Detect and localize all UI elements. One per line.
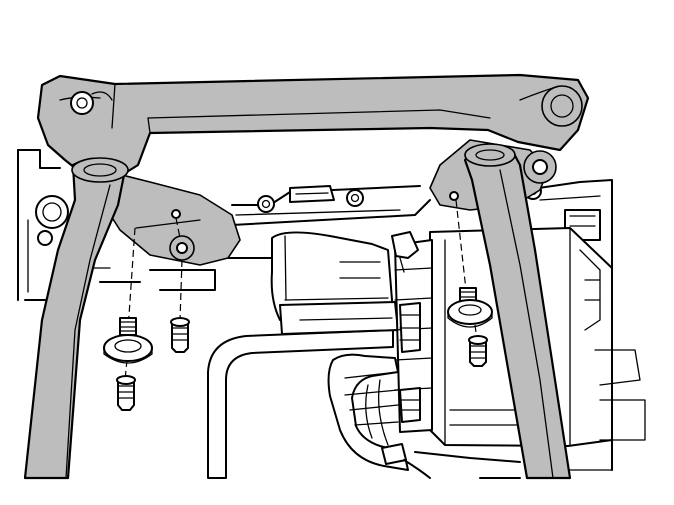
right-fastener-stud [447,199,493,341]
right-bolt [468,335,488,367]
electrical-connector [270,231,399,335]
right-support-rod [463,143,572,480]
mounting-bracket [36,73,590,266]
left-bolt-inner [170,317,190,353]
left-bolt-outer [116,375,136,411]
wiring-harness [207,329,431,479]
left-support-rod [23,157,129,480]
left-fastener-stud [103,217,183,381]
background-chassis [17,149,613,479]
